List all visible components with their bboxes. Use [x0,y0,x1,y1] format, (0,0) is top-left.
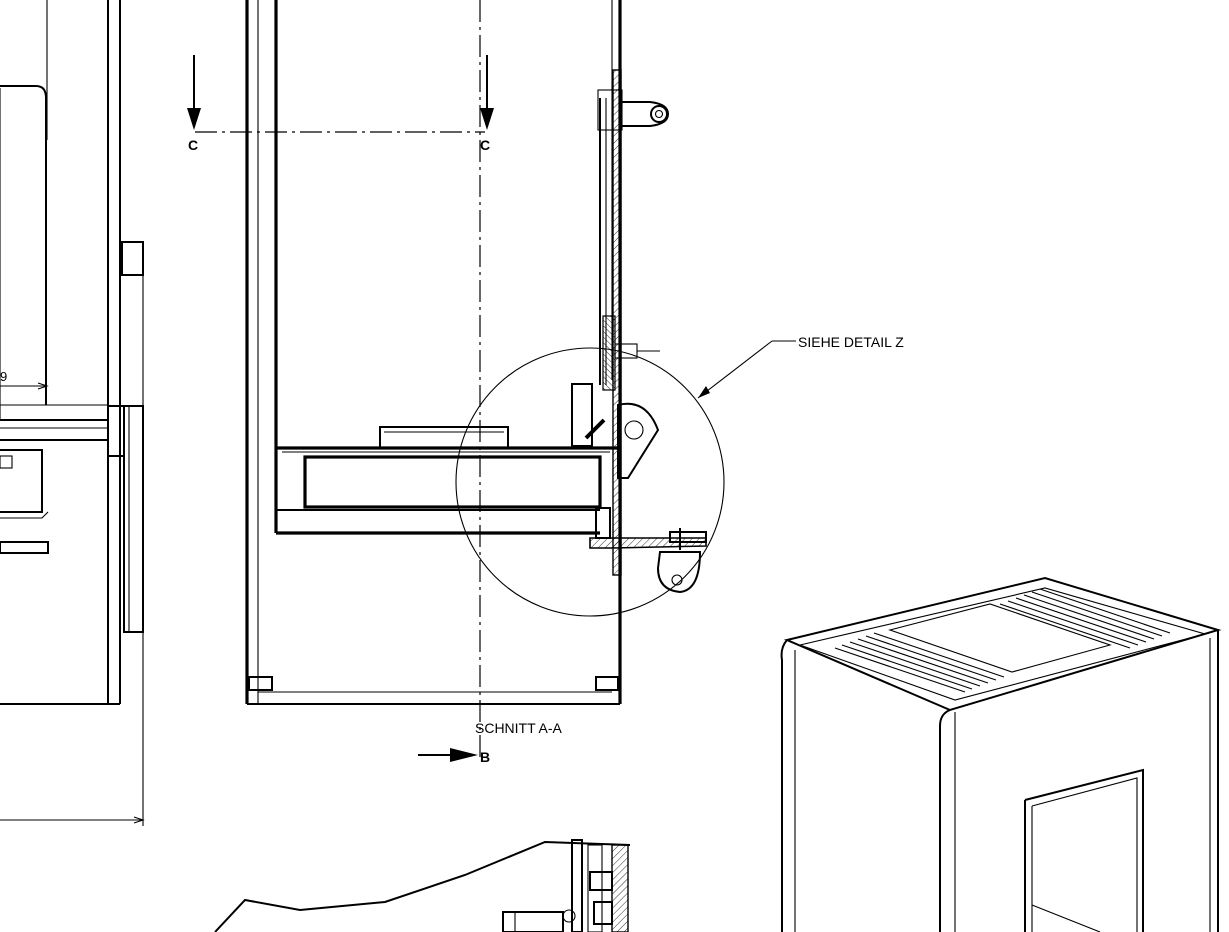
section-c-c-cutline: C C [187,55,494,153]
section-label-c-left: C [188,137,198,153]
isometric-view [780,576,1222,932]
section-label-b: B [480,749,490,765]
detail-callout-label: SIEHE DETAIL Z [798,334,904,350]
bottom-detail-fragment [214,839,631,932]
section-title-block: SCHNITT A-A B [418,720,563,765]
arrow-down-icon [187,108,201,130]
arrow-down-icon [480,108,494,130]
dimension-fragment: 9 [0,369,7,384]
detail-z-callout: SIEHE DETAIL Z [455,334,904,617]
section-a-a-view [245,0,622,760]
hinge-pivot-icon [650,105,668,123]
section-label-c-right: C [480,137,490,153]
arrow-right-icon [450,748,478,762]
section-title: SCHNITT A-A [475,720,563,736]
door-mechanism [571,69,707,594]
left-side-view: 9 [0,0,145,826]
